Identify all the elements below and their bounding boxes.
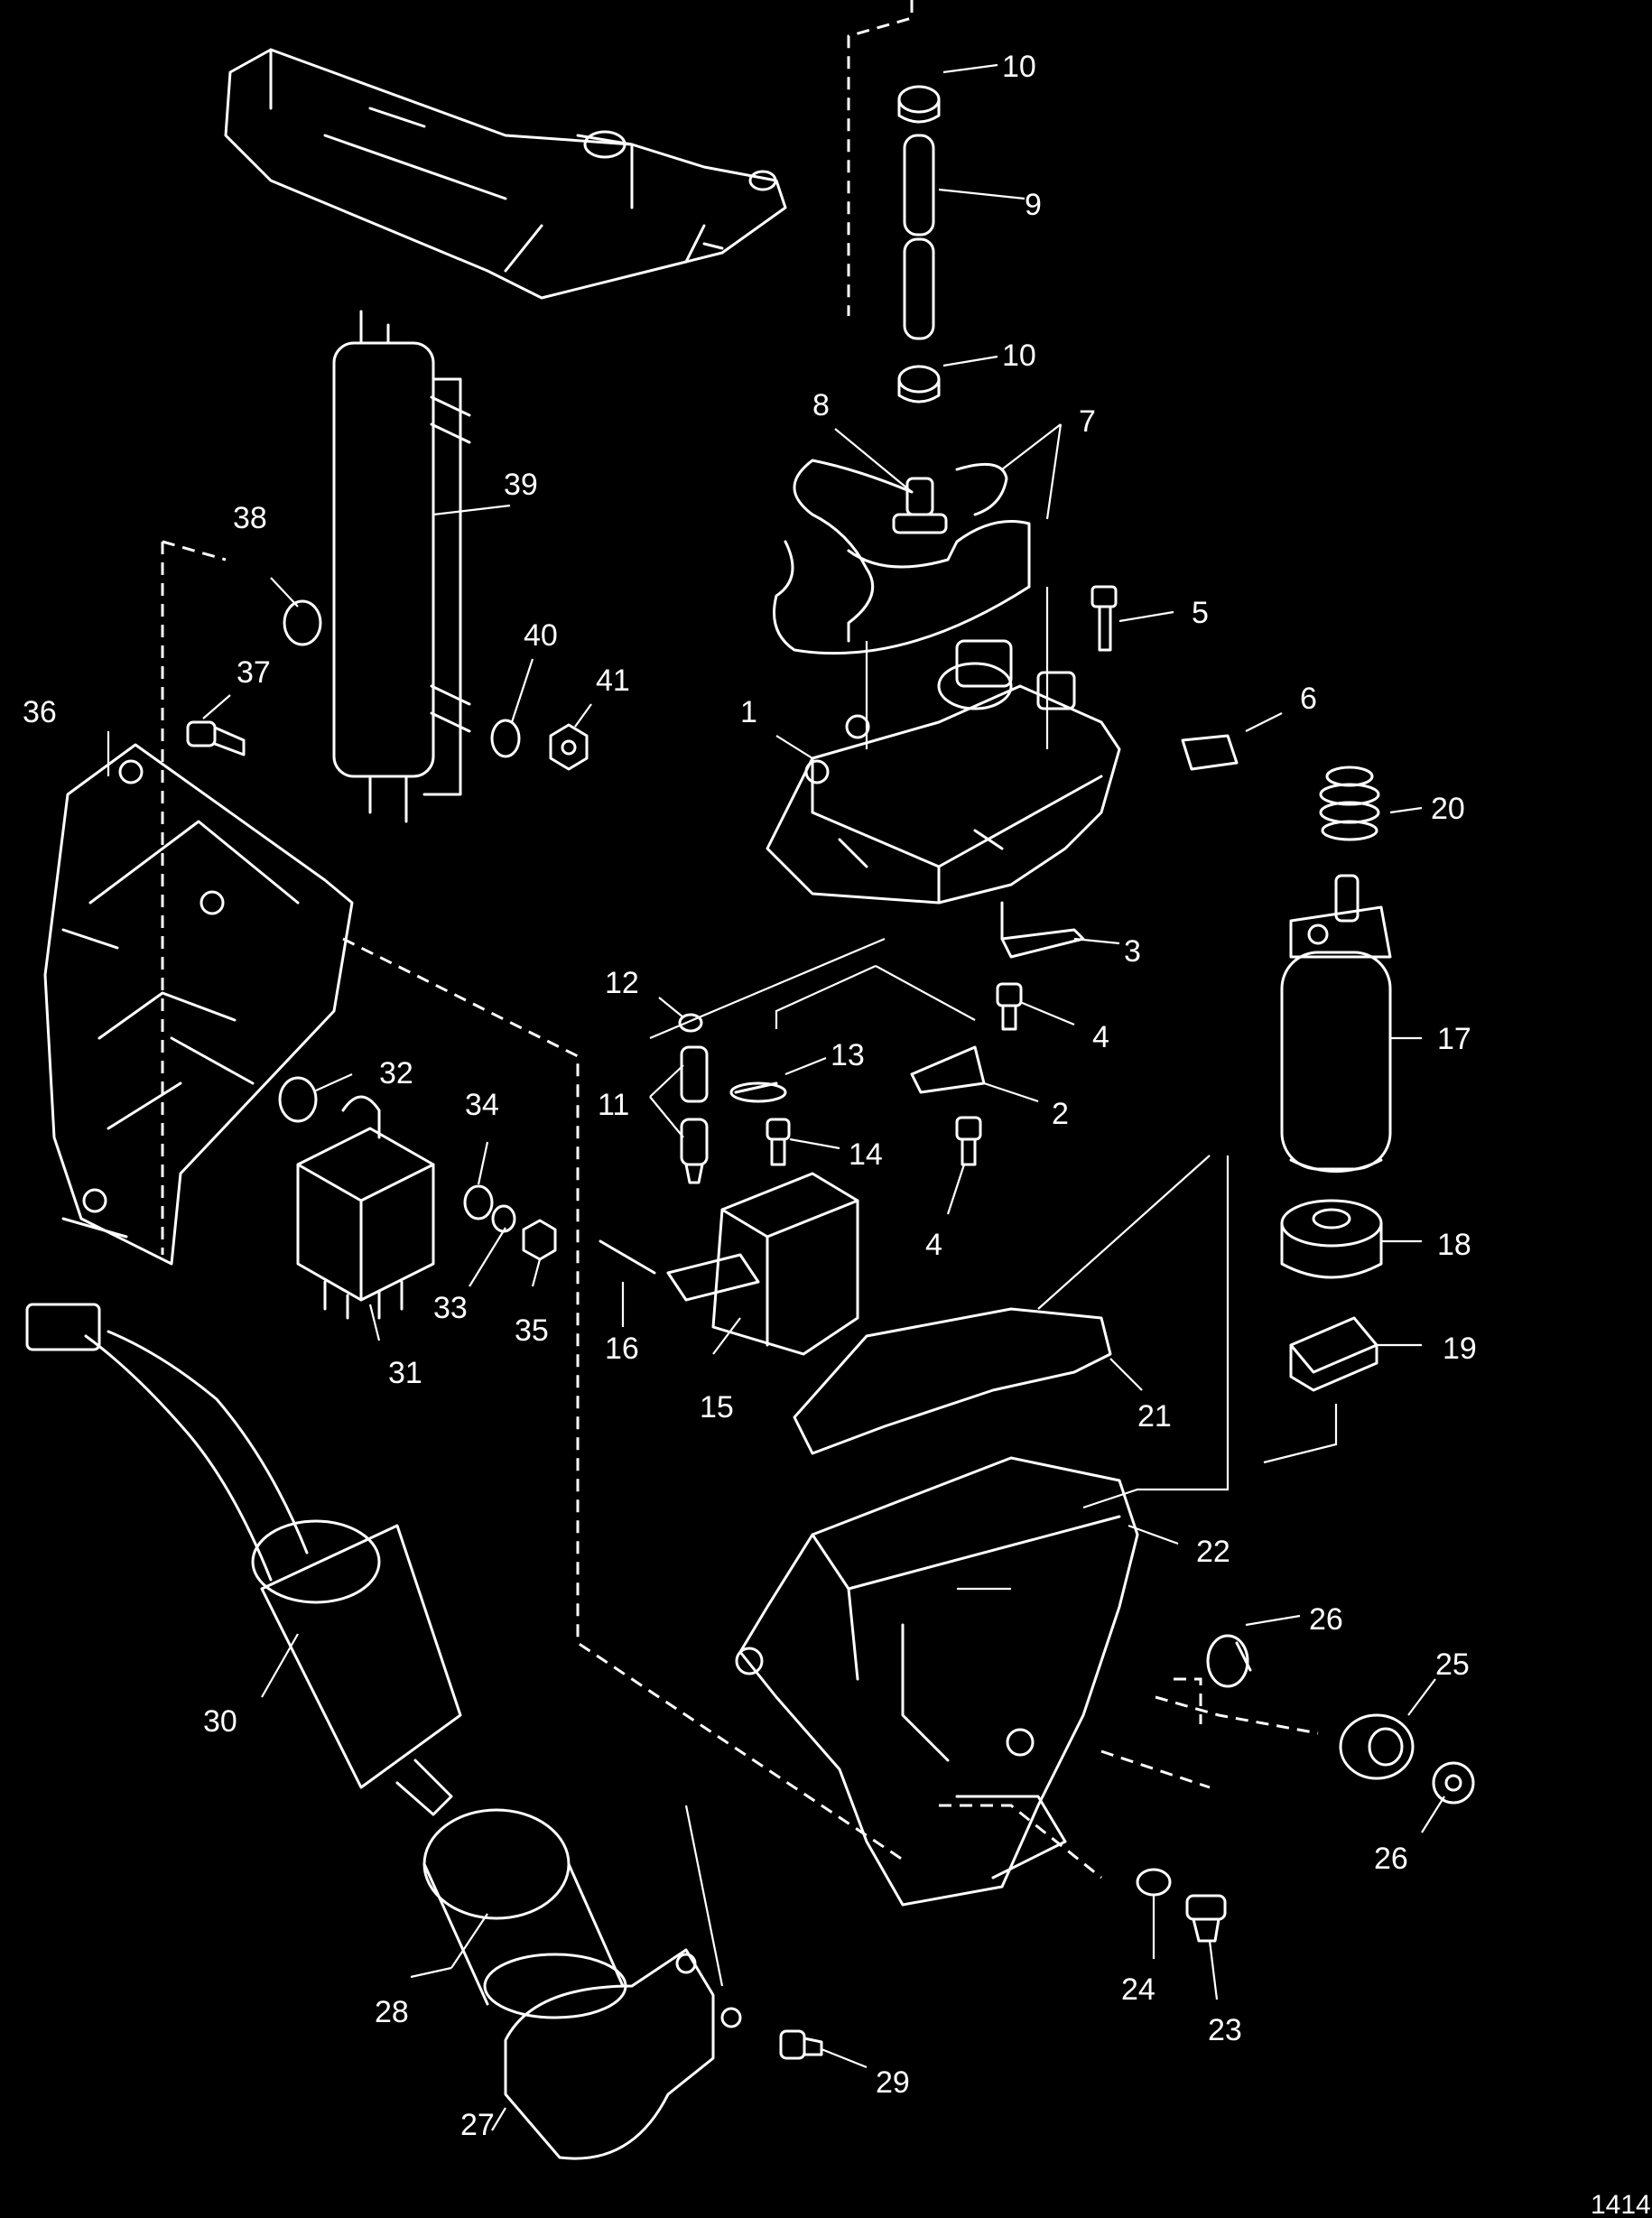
callout-20: 20 (1431, 792, 1465, 826)
callout-38: 38 (233, 501, 267, 535)
callout-32: 32 (379, 1056, 413, 1090)
bracket-3 (1000, 901, 1085, 959)
callout-6: 6 (1300, 682, 1317, 716)
callout-22: 22 (1196, 1535, 1230, 1569)
bushing-38 (283, 599, 322, 646)
plug-26-upper (1206, 1634, 1252, 1688)
callout-35: 35 (515, 1313, 549, 1348)
callout-1: 1 (740, 695, 757, 729)
callout-36: 36 (23, 695, 57, 729)
callout-4-lower: 4 (925, 1228, 942, 1262)
fuel-hose-9 (903, 134, 935, 340)
filter-19 (1289, 1316, 1378, 1392)
nut-35 (522, 1219, 557, 1261)
callout-9: 9 (1025, 188, 1042, 222)
callout-40: 40 (524, 618, 558, 653)
fuel-pump-30 (25, 1303, 462, 1816)
callout-leaders (107, 63, 1445, 2131)
callout-7: 7 (1079, 404, 1096, 439)
callout-33: 33 (433, 1291, 468, 1325)
callout-17: 17 (1437, 1022, 1471, 1056)
fuel-pump-body-17 (1280, 874, 1392, 1173)
tee-fitting-8 (892, 477, 948, 534)
plug-26-lower (1432, 1761, 1475, 1805)
washer-34 (463, 1184, 494, 1220)
screw-37 (186, 720, 246, 756)
clip-13 (729, 1081, 787, 1103)
washer-24 (1136, 1868, 1172, 1897)
pump-base-18 (1280, 1199, 1383, 1279)
screw-23 (1185, 1894, 1227, 1943)
fitting-6 (1181, 734, 1239, 771)
callout-15: 15 (700, 1390, 734, 1425)
bushing-32 (278, 1076, 318, 1123)
callout-12: 12 (605, 966, 639, 1000)
lockwasher-33 (491, 1204, 516, 1233)
spring-cap-20 (1319, 766, 1380, 841)
callout-19: 19 (1443, 1332, 1477, 1366)
callout-3: 3 (1124, 934, 1141, 969)
pump-bracket-27 (504, 1948, 742, 2160)
callout-23: 23 (1208, 2013, 1242, 2047)
vapor-separator-top-housing (224, 48, 787, 300)
callout-2: 2 (1052, 1097, 1069, 1131)
callout-14: 14 (849, 1137, 883, 1172)
module-15 (666, 1172, 859, 1356)
hose-clamp-top (897, 85, 941, 124)
callout-13: 13 (831, 1038, 865, 1072)
screw-14 (766, 1118, 791, 1166)
coil-39 (332, 310, 471, 823)
callout-24: 24 (1121, 1972, 1155, 2007)
hose-clamp-bottom (897, 365, 941, 404)
screw-4-upper (996, 982, 1023, 1031)
pin-16 (599, 1239, 656, 1275)
screw-4-lower (955, 1116, 982, 1166)
figure-number: 1414 (1591, 2190, 1651, 2218)
callout-27: 27 (460, 2108, 495, 2142)
screw-29 (779, 2029, 823, 2060)
float-bowl-housing-22 (735, 1456, 1139, 1907)
gasket-21 (793, 1307, 1112, 1455)
grommet-25 (1339, 1713, 1415, 1780)
callout-39: 39 (504, 468, 538, 502)
callout-25: 25 (1435, 1647, 1470, 1682)
callout-30: 30 (203, 1704, 237, 1739)
relay-31 (296, 1095, 435, 1320)
callout-31: 31 (388, 1356, 422, 1390)
washer-40 (490, 719, 521, 758)
callout-5: 5 (1192, 596, 1209, 630)
callout-10-top: 10 (1002, 50, 1036, 84)
callout-26-upper: 26 (1309, 1602, 1343, 1637)
callout-37: 37 (237, 655, 271, 690)
callout-11: 11 (598, 1088, 629, 1122)
callout-29: 29 (876, 2065, 910, 2100)
retaining-rings-28 (422, 1808, 627, 2019)
vent-hose-7 (773, 459, 1031, 655)
grommet-12 (678, 1013, 703, 1033)
callout-26-lower: 26 (1374, 1842, 1408, 1876)
callout-labels: 10 9 10 8 7 5 6 1 3 4 2 4 12 11 13 14 16… (23, 50, 1651, 2218)
nut-41 (549, 723, 589, 771)
callout-18: 18 (1437, 1228, 1471, 1262)
callout-8: 8 (812, 388, 830, 422)
callout-10-bottom: 10 (1002, 339, 1036, 373)
callout-34: 34 (465, 1088, 499, 1122)
screw-5 (1091, 585, 1118, 652)
fitting-11 (680, 1045, 709, 1184)
callout-4-upper: 4 (1092, 1020, 1109, 1054)
callout-21: 21 (1137, 1399, 1172, 1434)
callout-16: 16 (605, 1332, 639, 1366)
vapor-separator-cover-1 (766, 639, 1121, 905)
callout-41: 41 (596, 664, 630, 698)
assembly-lines (161, 0, 1338, 1987)
bracket-2 (910, 1045, 986, 1094)
mounting-bracket-36 (43, 743, 354, 1266)
callout-28: 28 (375, 1995, 409, 2029)
